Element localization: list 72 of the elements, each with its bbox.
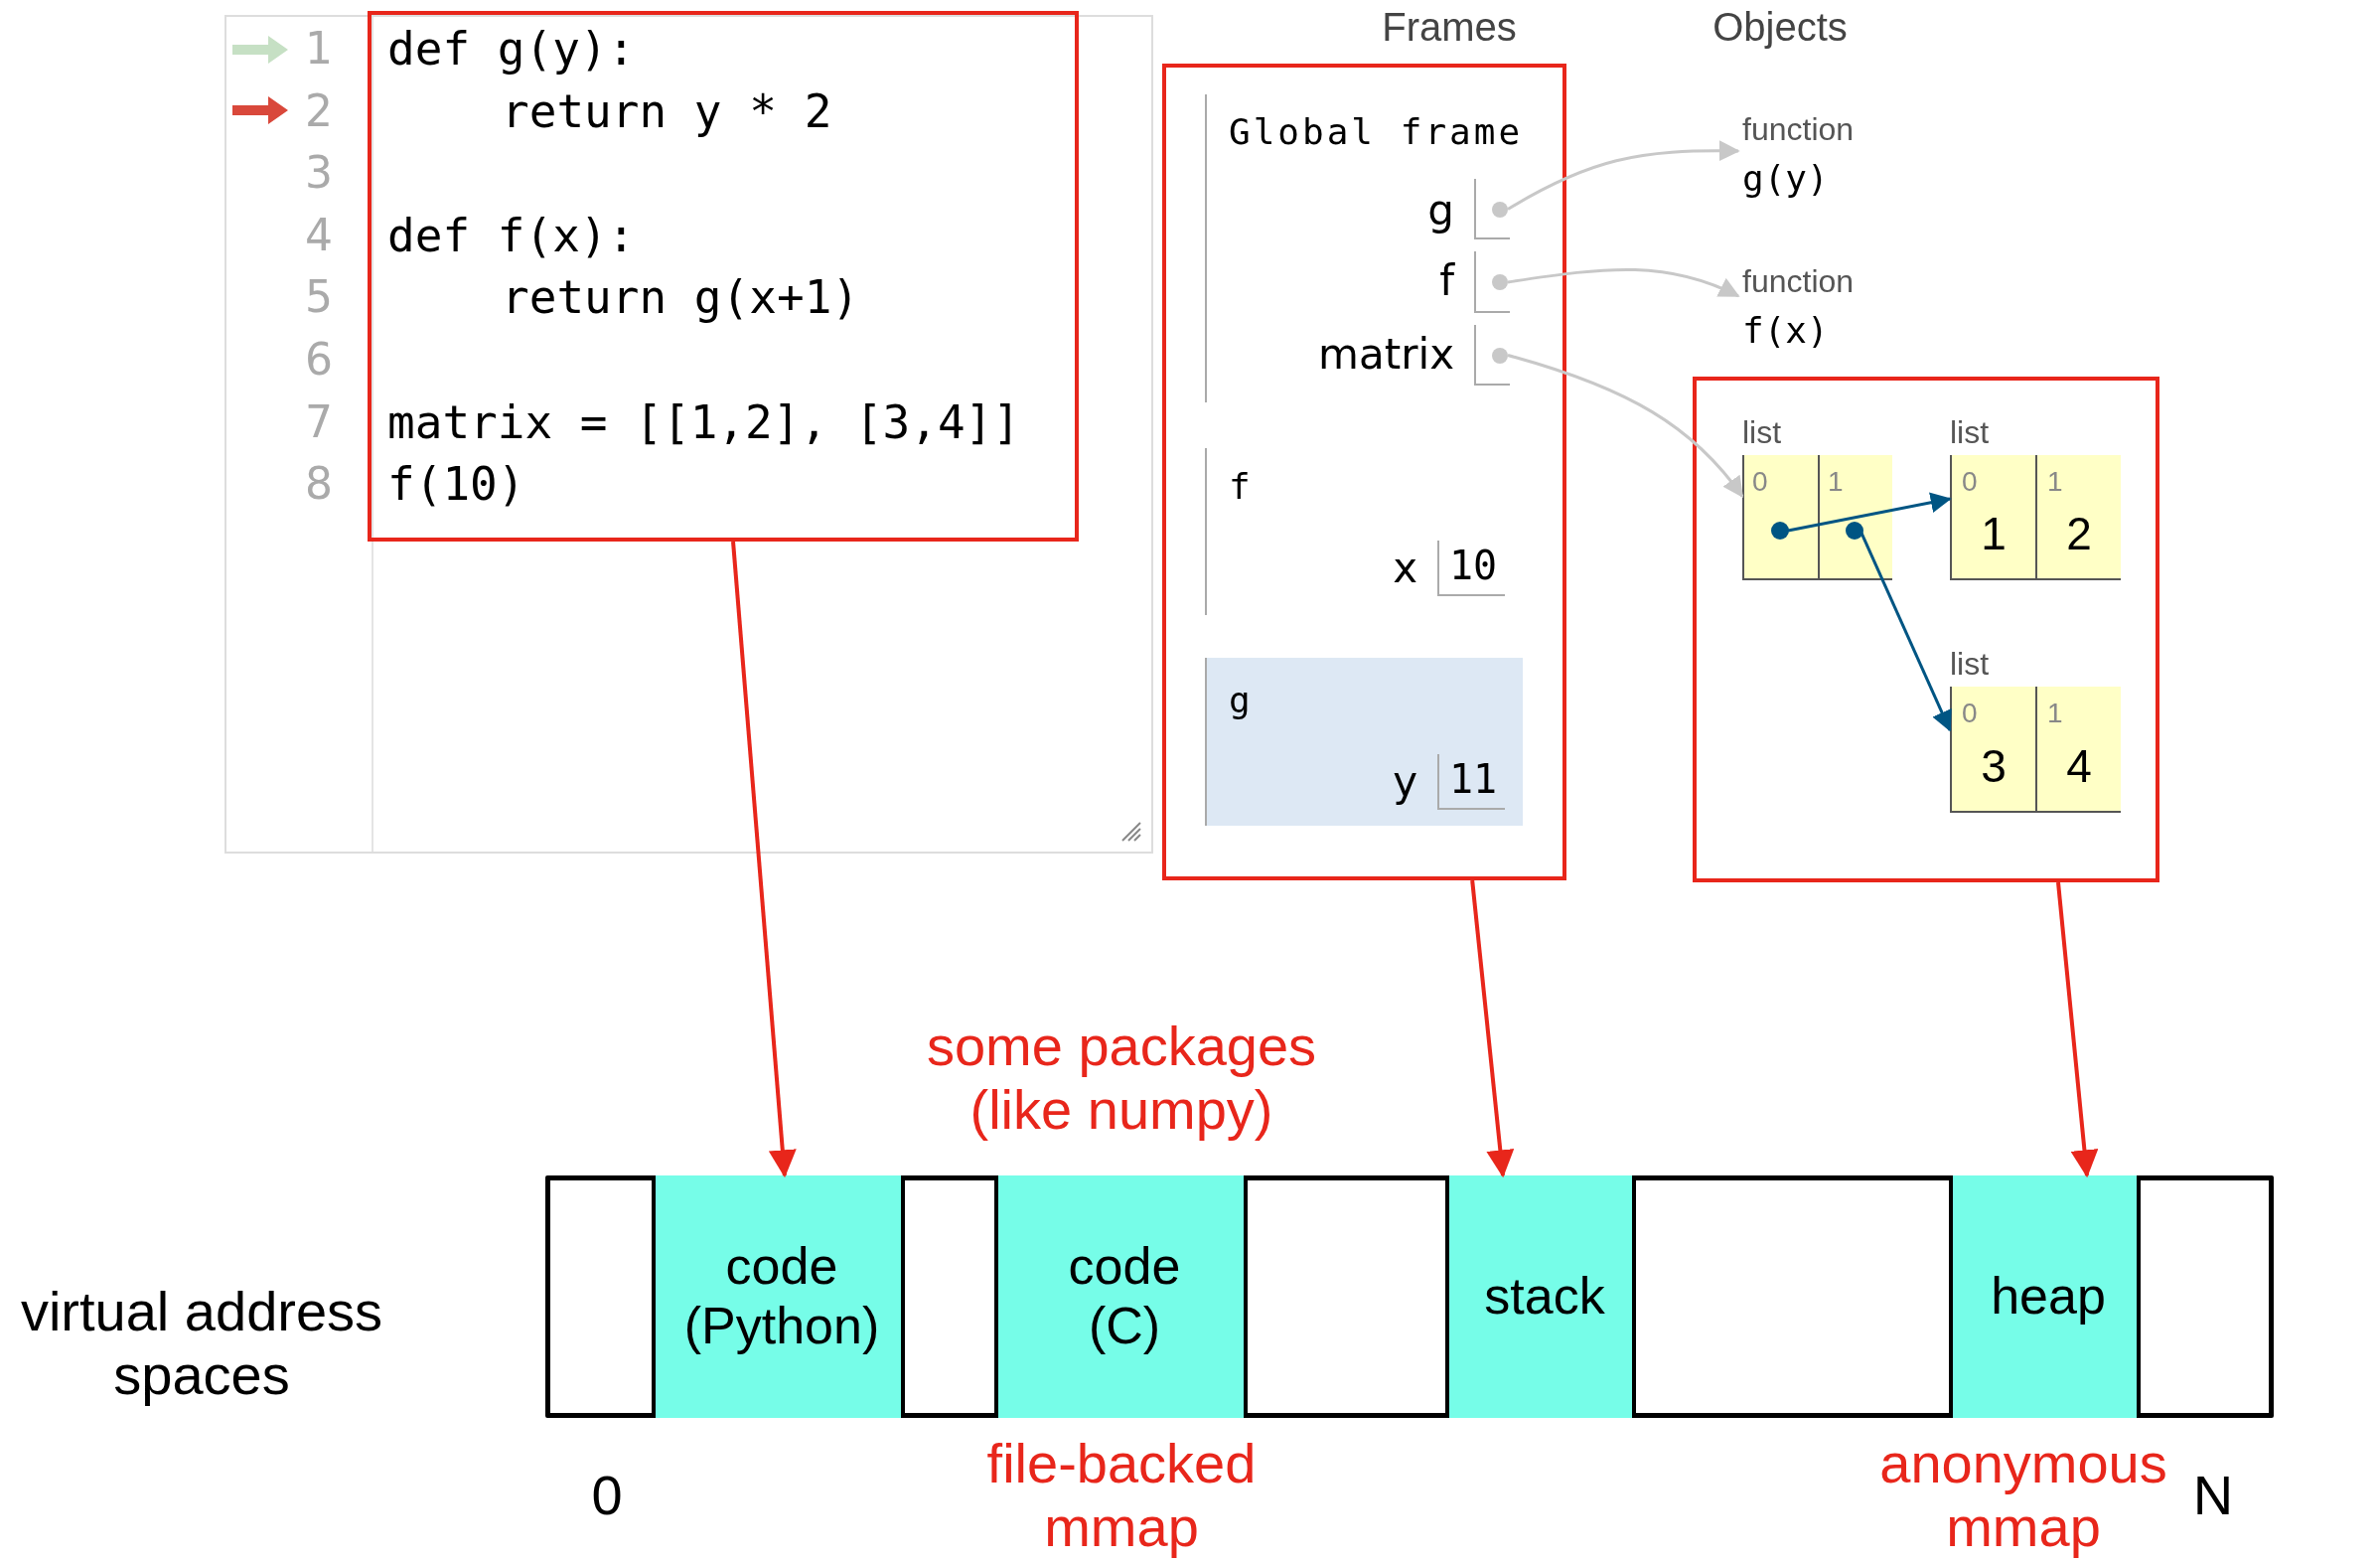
list-index: 0 <box>1962 465 1978 499</box>
code-line: return y * 2 <box>502 84 832 138</box>
value-cell: 11 <box>1437 754 1506 810</box>
arrow <box>1470 879 1515 1178</box>
arrow <box>1507 354 1744 498</box>
list-value: 3 <box>1981 739 2007 793</box>
annotation-text: file-backed mmap <box>985 1431 1258 1560</box>
object-type-label: list <box>1950 645 1990 683</box>
list-index: 1 <box>1828 465 1844 499</box>
variable-name: x <box>1393 544 1417 593</box>
axis-label: virtual address spaces <box>19 1279 384 1408</box>
variable-name: y <box>1393 757 1417 807</box>
line-number: 3 <box>305 147 333 199</box>
segment-label: code (Python) <box>682 1237 881 1356</box>
list-index: 1 <box>2047 697 2063 730</box>
variable-name: matrix <box>1318 330 1454 380</box>
annotation-text: anonymous mmap <box>1878 1431 2168 1560</box>
arrow <box>1507 268 1740 298</box>
frame-panel <box>1205 94 1518 402</box>
memory-segment <box>994 1175 1248 1418</box>
list-index: 1 <box>2047 465 2063 499</box>
panel-heading: Objects <box>1712 4 1848 50</box>
list-value: 4 <box>2066 739 2092 793</box>
list-value: 1 <box>1981 507 2007 560</box>
line-number: 2 <box>305 85 333 136</box>
code-line: return g(x+1) <box>502 270 860 324</box>
object-type-label: function <box>1742 262 1855 300</box>
list-index: 0 <box>1752 465 1768 499</box>
line-number: 7 <box>305 396 333 447</box>
segment-label: code (C) <box>1067 1237 1182 1356</box>
code-line: def g(y): <box>387 22 636 76</box>
line-number: 6 <box>305 334 333 386</box>
annotation-text: some packages (like numpy) <box>925 1014 1318 1143</box>
arrow <box>731 541 797 1178</box>
pointer-slot <box>1474 179 1510 239</box>
axis-end-label: N <box>2192 1463 2234 1528</box>
code-box <box>368 11 1079 542</box>
object-type-label: list <box>1742 413 1782 451</box>
arrow <box>1787 492 1952 533</box>
variable-name: g <box>1427 186 1454 235</box>
panel-heading: Frames <box>1382 4 1517 50</box>
arrow <box>2056 881 2099 1178</box>
memory-segment <box>1445 1175 1636 1418</box>
code-line: def f(x): <box>387 209 636 262</box>
segment-label: heap <box>1991 1267 2106 1327</box>
object-type-label: list <box>1950 413 1990 451</box>
line-number: 1 <box>305 23 333 75</box>
variable-name: f <box>1439 256 1454 306</box>
pointer-slot <box>1474 325 1510 386</box>
line-number: 4 <box>305 210 333 261</box>
value-cell: 10 <box>1437 541 1506 596</box>
memory-segment <box>652 1175 905 1418</box>
line-number: 8 <box>305 458 333 510</box>
frame-title: g <box>1229 680 1254 721</box>
address-space-bar <box>545 1175 2274 1418</box>
function-signature: g(y) <box>1742 158 1829 200</box>
function-signature: f(x) <box>1742 310 1829 352</box>
line-number: 5 <box>305 272 333 323</box>
list-index: 0 <box>1962 697 1978 730</box>
code-line: matrix = [[1,2], [3,4]] <box>387 395 1020 449</box>
code-line: f(10) <box>387 457 525 511</box>
arrow <box>1507 140 1740 211</box>
list-value: 2 <box>2066 507 2092 560</box>
heap-box <box>1693 377 2159 882</box>
object-type-label: function <box>1742 110 1855 148</box>
axis-end-label: 0 <box>591 1463 623 1528</box>
frame-panel <box>1205 658 1523 826</box>
frame-title: Global frame <box>1229 111 1524 153</box>
memory-segment <box>1949 1175 2141 1418</box>
frame-title: f <box>1229 466 1254 508</box>
pointer-slot <box>1474 251 1510 313</box>
segment-label: stack <box>1484 1267 1605 1327</box>
